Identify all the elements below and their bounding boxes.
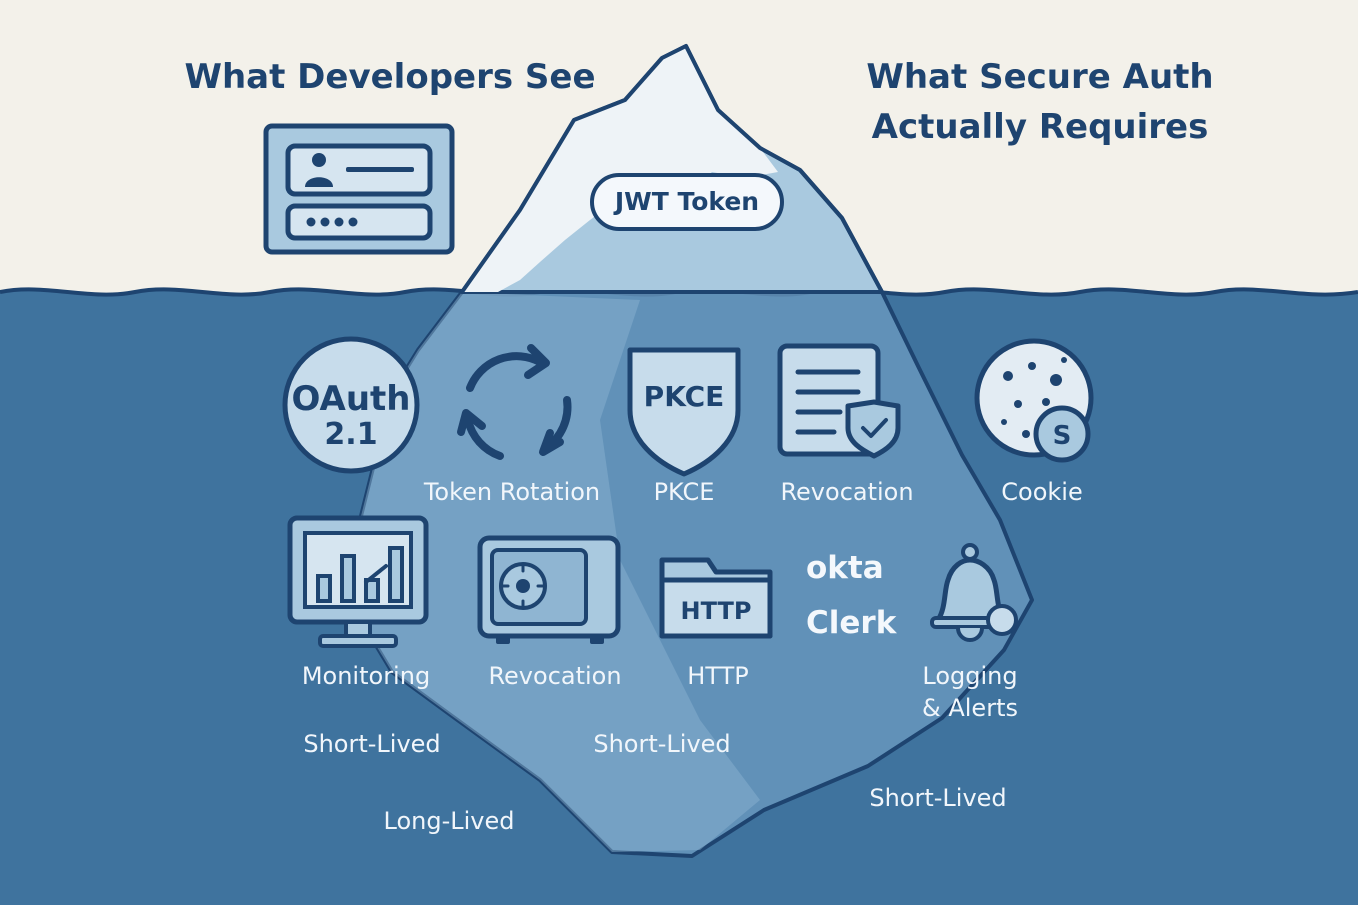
label-revocation-doc: Revocation <box>780 478 914 506</box>
refresh-arrows-icon <box>457 344 572 460</box>
lifetime-short-left: Short-Lived <box>303 730 441 758</box>
password-dots-icon <box>306 217 358 227</box>
label-pkce: PKCE <box>653 478 715 506</box>
monitor-chart-icon <box>287 515 429 648</box>
iceberg-snow <box>462 46 778 292</box>
lifetime-long: Long-Lived <box>383 807 515 835</box>
login-form-icon <box>263 123 455 255</box>
user-icon <box>305 153 333 187</box>
oauth-badge-line1: OAuth <box>292 379 411 419</box>
shield-icon: PKCE <box>627 347 741 477</box>
label-http: HTTP <box>687 662 749 690</box>
heading-secure-auth-line1: What Secure Auth <box>866 57 1214 97</box>
heading-secure-auth: What Secure Auth Actually Requires <box>840 52 1240 152</box>
bell-icon <box>930 543 1018 642</box>
heading-developers-see: What Developers See <box>184 57 596 97</box>
label-logging-line1: Logging <box>922 662 1018 690</box>
iceberg-tip-outline <box>460 44 884 294</box>
svg-text:S: S <box>1053 421 1072 451</box>
oauth-badge-line2: 2.1 <box>324 417 377 452</box>
brand-okta: okta <box>806 550 884 586</box>
jwt-token-pill: JWT Token <box>590 173 784 231</box>
label-monitoring: Monitoring <box>301 662 431 690</box>
cookie-icon: S <box>974 338 1094 463</box>
oauth-badge: OAuth 2.1 <box>282 336 420 474</box>
folder-icon: HTTP <box>659 557 773 639</box>
brand-clerk: Clerk <box>806 605 897 641</box>
label-logging-line2: & Alerts <box>922 694 1018 722</box>
label-logging-alerts: Logging & Alerts <box>900 660 1040 724</box>
heading-secure-auth-line2: Actually Requires <box>871 107 1209 147</box>
vault-safe-icon <box>477 535 621 644</box>
pkce-shield-text: PKCE <box>644 380 725 413</box>
label-token-rotation: Token Rotation <box>423 478 601 506</box>
label-cookie: Cookie <box>1001 478 1083 506</box>
document-shield-icon <box>777 343 901 459</box>
http-folder-text: HTTP <box>681 597 752 625</box>
lifetime-short-right: Short-Lived <box>869 784 1007 812</box>
lifetime-short-center: Short-Lived <box>593 730 731 758</box>
label-revocation-safe: Revocation <box>488 662 622 690</box>
